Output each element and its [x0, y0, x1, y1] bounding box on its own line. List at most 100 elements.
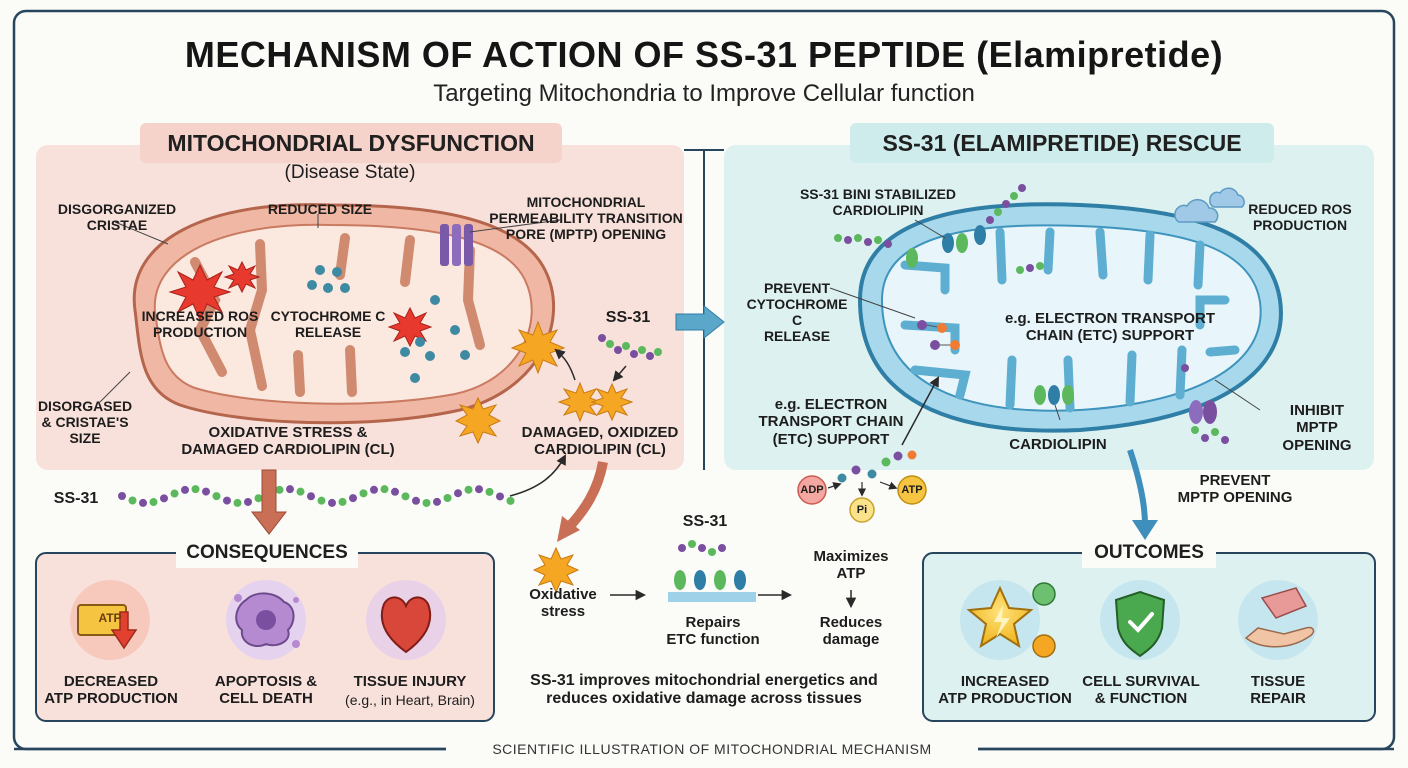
arrow-to-outcomes: [1127, 449, 1148, 526]
damaged-cardiolipin-icon: [454, 396, 502, 445]
damaged-cardiolipin-icon: [510, 320, 566, 375]
etc-complex-dots: [837, 450, 917, 483]
consequence-label-apoptosis: APOPTOSIS & CELL DEATH: [214, 673, 318, 708]
arrow-to-consequences: [250, 469, 288, 535]
right-panel-title: SS-31 (ELAMIPRETIDE) RESCUE: [882, 130, 1242, 156]
flow-repairs: Repairs ETC function: [666, 614, 760, 649]
label-disorgased-size: DISORGASED & CRISTAE'S SIZE: [37, 398, 133, 447]
peptide-bead: [128, 496, 137, 505]
atp-icon-text: ATP: [98, 611, 122, 625]
peptide-bead: [191, 485, 200, 494]
peptide-bead: [506, 496, 515, 505]
peptide-bead: [233, 498, 242, 507]
stabilized-cardiolipin: [906, 225, 1217, 424]
arrow-to-oxidative-stress: [564, 461, 608, 532]
etc-repair-icon: [668, 540, 756, 602]
cytochrome-c-retained: [917, 320, 960, 350]
ros-burst-icon: [223, 260, 261, 294]
footer-caption: SCIENTIFIC ILLUSTRATION OF MITOCHONDRIAL…: [446, 741, 978, 758]
mptp-pore-icon: [440, 224, 473, 266]
peptide-bead: [139, 498, 147, 507]
consequences-title: CONSEQUENCES: [186, 542, 348, 563]
label-prevent-mptp: PREVENT MPTP OPENING: [1177, 472, 1293, 507]
flow-ss31: SS-31: [682, 513, 728, 530]
peptide-bead: [464, 485, 473, 494]
apoptotic-cell-icon: [234, 592, 300, 648]
peptide-bead: [370, 485, 378, 494]
damaged-mitochondrion: [132, 203, 555, 425]
peptide-bead: [254, 494, 263, 503]
peptide-bead: [475, 485, 483, 494]
flow-summary: SS-31 improves mitochondrial energetics …: [530, 672, 878, 708]
peptide-bead: [349, 494, 357, 503]
peptide-bead: [244, 497, 252, 506]
peptide-bead: [202, 487, 210, 496]
adp-label: ADP: [800, 484, 824, 496]
damaged-cardiolipin-icon: [590, 382, 634, 422]
energy-star-icon: [966, 582, 1056, 658]
oxidative-stress-burst-icon: [532, 546, 580, 594]
atp-label: ATP: [901, 484, 923, 496]
healthy-mitochondrion: [857, 202, 1283, 433]
heart-icon: [380, 596, 432, 654]
page-subtitle: Targeting Mitochondria to Improve Cellul…: [433, 80, 975, 107]
cytochrome-c-molecules: [307, 265, 470, 383]
peptide-bead: [317, 496, 326, 505]
label-reduced-size: REDUCED SIZE: [267, 201, 373, 217]
peptide-bead: [223, 496, 231, 505]
shield-check-icon: [1114, 590, 1166, 658]
peptide-bead: [149, 498, 158, 507]
flow-maximizes: Maximizes ATP: [813, 548, 889, 583]
peptide-bead: [275, 485, 284, 494]
peptide-bead: [422, 498, 431, 507]
right-panel-title-bg: [850, 123, 1274, 163]
label-ss31-binds-cl: SS-31 BINI STABILIZED CARDIOLIPIN: [799, 186, 957, 219]
label-etc-support-inner: e.g. ELECTRON TRANSPORT CHAIN (ETC) SUPP…: [1004, 310, 1215, 345]
arrow-to-rescue: [675, 304, 725, 340]
outcome-label-survival: CELL SURVIVAL & FUNCTION: [1082, 673, 1200, 708]
peptide-bead: [328, 498, 336, 507]
ss31-bound-strands: [834, 184, 1229, 444]
left-panel-title-bg: [140, 123, 562, 163]
left-panel-title: MITOCHONDRIAL DYSFUNCTION: [167, 130, 535, 156]
ros-burst-icon: [168, 263, 232, 322]
atp-badge: [897, 475, 927, 505]
peptide-bead: [454, 489, 462, 498]
label-inhibit-mptp: INHIBIT MPTP OPENING: [1282, 402, 1352, 454]
consequence-label-atp: DECREASED ATP PRODUCTION: [44, 673, 178, 708]
peptide-bead: [391, 487, 399, 496]
ros-burst-icon: [387, 306, 433, 348]
flow-reduces: Reduces damage: [819, 614, 883, 649]
pi-label: Pi: [856, 504, 868, 516]
peptide-bead: [443, 494, 452, 503]
outcome-icon-bg: [1238, 580, 1318, 660]
peptide-bead: [433, 497, 441, 506]
label-ss31-small: SS-31: [605, 309, 651, 326]
label-oxidative-stress-cl: OXIDATIVE STRESS & DAMAGED CARDIOLIPIN (…: [181, 424, 395, 459]
peptide-bead: [307, 492, 315, 501]
consequence-label-tissue: TISSUE INJURY: [353, 673, 467, 690]
adp-badge: [797, 475, 827, 505]
peptide-bead: [338, 497, 347, 506]
peptide-bead: [359, 489, 368, 498]
peptide-bead: [160, 494, 168, 503]
label-reduced-ros: REDUCED ROS PRODUCTION: [1248, 201, 1352, 234]
label-prevent-cytochrome: PREVENT CYTOCHROME C RELEASE: [746, 280, 848, 345]
label-disorganized-cristae: DISGORGANIZED CRISTAE: [57, 201, 177, 234]
outcome-label-atp: INCREASED ATP PRODUCTION: [938, 673, 1072, 708]
peptide-bead: [212, 492, 221, 501]
peptide-bead: [286, 485, 294, 494]
outcome-label-repair: TISSUE REPAIR: [1250, 673, 1306, 708]
ss31-peptide-strand: [118, 485, 515, 507]
atp-down-icon: [77, 604, 138, 650]
peptide-bead: [296, 487, 305, 496]
label-cardiolipin: CARDIOLIPIN: [1009, 436, 1107, 453]
peptide-bead: [485, 487, 494, 496]
peptide-bead: [170, 489, 179, 498]
strand-label: SS-31: [53, 490, 99, 507]
label-cytochrome-release: CYTOCHROME C RELEASE: [270, 308, 386, 341]
ss31-peptide-small: [598, 334, 662, 360]
outcomes-title: OUTCOMES: [1094, 542, 1204, 563]
